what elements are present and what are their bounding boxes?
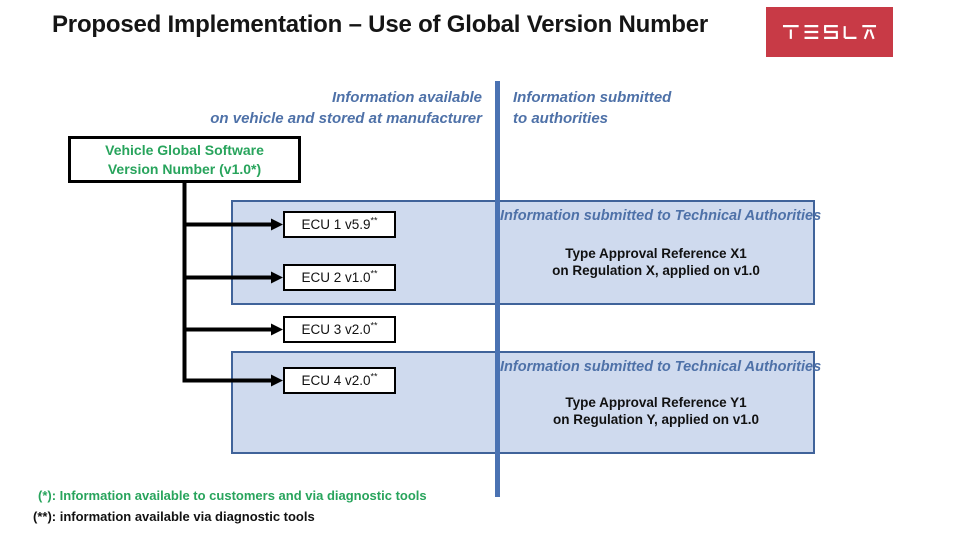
column-divider-line (495, 81, 500, 497)
submission-1-approval: Type Approval Reference X1 on Regulation… (500, 245, 812, 279)
tesla-logo (766, 7, 893, 57)
ecu-3-box: ECU 3 v2.0** (283, 316, 396, 343)
ecu-2-box: ECU 2 v1.0** (283, 264, 396, 291)
footnote-double-asterisk: (**): information available via diagnost… (33, 509, 315, 524)
ecu-1-label: ECU 1 v5.9 (301, 217, 371, 232)
header-info-submitted-line2: to authorities (513, 110, 609, 127)
tesla-wordmark-icon (782, 25, 876, 40)
footnote-single-asterisk: (*): Information available to customers … (38, 488, 427, 503)
ecu-1-box: ECU 1 v5.9** (283, 211, 396, 238)
ecu-3-footnote-marker: ** (370, 320, 378, 331)
ecu-3-label: ECU 3 v2.0 (301, 322, 371, 337)
header-info-submitted-line1: Information submitted (513, 89, 672, 106)
header-info-submitted: Information submitted to authorities (513, 87, 813, 129)
ecu-1-footnote-marker: ** (370, 215, 378, 226)
header-info-available-line1: Information available (331, 89, 482, 106)
submission-1-header: Information submitted to Technical Autho… (500, 208, 822, 224)
ecu-4-footnote-marker: ** (370, 371, 378, 382)
header-info-available: Information available on vehicle and sto… (150, 87, 482, 129)
submission-2-approval: Type Approval Reference Y1 on Regulation… (500, 394, 812, 428)
ecu-4-box: ECU 4 v2.0** (283, 367, 396, 394)
ecu-4-label: ECU 4 v2.0 (301, 373, 371, 388)
ecu-2-footnote-marker: ** (370, 268, 378, 279)
submission-2-approval-line1: Type Approval Reference Y1 (565, 395, 747, 410)
vehicle-box-line2: Version Number (v1.0*) (107, 161, 262, 177)
vehicle-box-line1: Vehicle Global Software (105, 142, 264, 158)
vehicle-global-software-box: Vehicle Global Software Version Number (… (68, 136, 301, 183)
page-title: Proposed Implementation – Use of Global … (52, 11, 708, 38)
submission-2-header: Information submitted to Technical Autho… (500, 359, 822, 375)
header-info-available-line2: on vehicle and stored at manufacturer (210, 110, 482, 127)
submission-1-approval-line2: on Regulation X, applied on v1.0 (552, 263, 760, 278)
submission-2-approval-line2: on Regulation Y, applied on v1.0 (552, 412, 760, 427)
submission-1-approval-line1: Type Approval Reference X1 (565, 246, 747, 261)
ecu-2-label: ECU 2 v1.0 (301, 270, 371, 285)
